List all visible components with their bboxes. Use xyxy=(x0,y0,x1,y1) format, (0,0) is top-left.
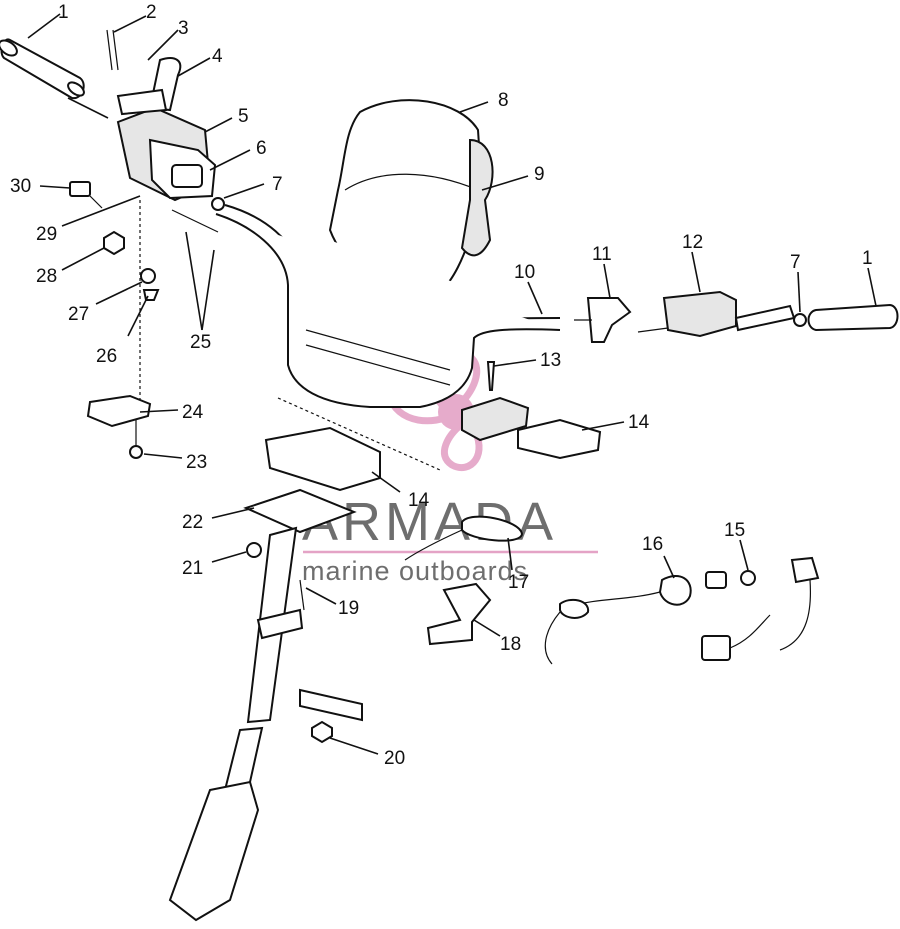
steering-post xyxy=(168,488,363,922)
callout-24: 24 xyxy=(182,402,204,423)
callout-1-left: 1 xyxy=(58,2,69,23)
callout-26: 26 xyxy=(96,346,117,367)
callout-5: 5 xyxy=(238,106,249,127)
right-handlebar-grip xyxy=(793,303,899,332)
handlebar-clamps xyxy=(264,361,602,492)
callout-27: 27 xyxy=(68,304,89,325)
callout-16: 16 xyxy=(642,534,663,555)
callout-18: 18 xyxy=(500,634,521,655)
watermark-brand: ARMADA xyxy=(302,492,557,552)
callout-28: 28 xyxy=(36,266,57,287)
small-hardware-left xyxy=(69,181,219,459)
callout-22: 22 xyxy=(182,512,203,533)
wiring-components xyxy=(404,515,820,665)
callout-2: 2 xyxy=(146,2,157,23)
callout-12: 12 xyxy=(682,232,703,253)
callout-23: 23 xyxy=(186,452,207,473)
left-handlebar-grip xyxy=(0,38,85,100)
handlebar-tube xyxy=(215,204,561,408)
callout-9: 9 xyxy=(534,164,545,185)
callout-6: 6 xyxy=(256,138,267,159)
callout-8: 8 xyxy=(498,90,509,111)
callout-20: 20 xyxy=(384,748,405,769)
callout-30: 30 xyxy=(10,176,31,197)
callout-29: 29 xyxy=(36,224,57,245)
throttle-housing xyxy=(106,29,225,211)
brake-lever-assembly xyxy=(574,297,632,343)
callout-14-right: 14 xyxy=(628,412,650,433)
callout-10: 10 xyxy=(514,262,535,283)
callout-7-right: 7 xyxy=(790,252,801,273)
callout-1-right: 1 xyxy=(862,248,873,269)
callout-7-left: 7 xyxy=(272,174,283,195)
callout-19: 19 xyxy=(338,598,359,619)
leader-lines xyxy=(27,13,877,755)
watermark-tagline: marine outboards xyxy=(302,556,528,586)
callout-25: 25 xyxy=(190,332,211,353)
callout-14-center: 14 xyxy=(408,490,430,511)
callout-3: 3 xyxy=(178,18,189,39)
callout-17: 17 xyxy=(508,572,529,593)
callout-21: 21 xyxy=(182,558,203,579)
callout-4: 4 xyxy=(212,46,223,67)
callout-labels: 1 2 3 4 5 6 7 8 9 10 11 12 7 1 13 14 14 … xyxy=(10,2,873,769)
master-cylinder xyxy=(637,290,796,338)
callout-13: 13 xyxy=(540,350,561,371)
callout-11: 11 xyxy=(592,244,612,265)
callout-15: 15 xyxy=(724,520,745,541)
